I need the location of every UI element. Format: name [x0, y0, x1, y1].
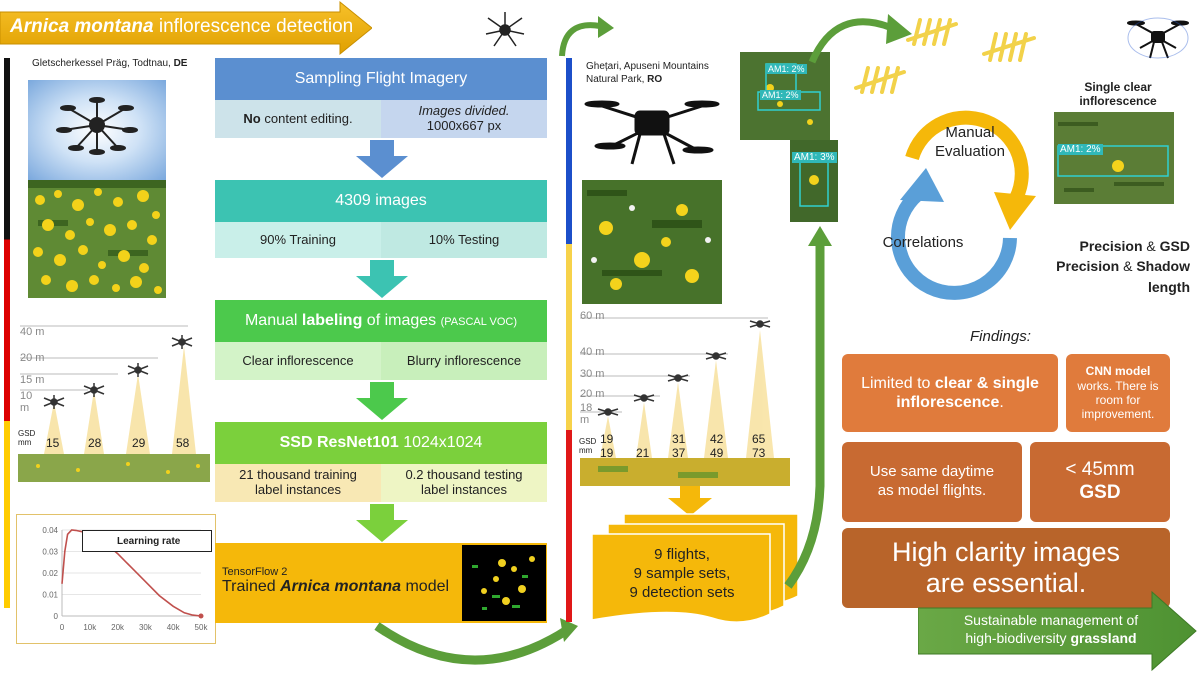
precision-correlations: Precision & GSD Precision & Shadow lengt…: [1056, 238, 1190, 295]
site-de-label: Gletscherkessel Präg, Todtnau, DE: [32, 58, 188, 69]
step-sampling-flight-imagery: Sampling Flight Imagery: [215, 58, 547, 100]
detection-label: AM1: 3%: [792, 152, 837, 163]
detection-thumbnail-a: [740, 52, 830, 140]
curved-arrow-top: [559, 16, 614, 57]
down-arrow: [356, 140, 408, 178]
chart-legend: Learning rate: [82, 530, 212, 552]
single-inflorescence-photo: [1054, 112, 1174, 204]
ro-gsd-value: 31: [672, 432, 686, 446]
de-height-15: 15 m: [20, 374, 45, 386]
detection-label: AM1: 2%: [1058, 144, 1103, 155]
y-tick-label: 0: [54, 612, 59, 621]
de-height-40: 40 m: [20, 326, 45, 338]
step3-left: Clear inflorescence: [215, 342, 381, 380]
detection-label: AM1: 2%: [760, 90, 801, 100]
ro-height-60: 60 m: [580, 310, 605, 322]
page-title: Arnica montana inflorescence detection: [10, 16, 354, 37]
de-height-10: 10 m: [20, 390, 33, 415]
y-tick-label: 0.01: [42, 591, 58, 600]
down-arrow: [356, 504, 408, 542]
altitude-diagram-de: [18, 325, 210, 482]
x-tick-label: 30k: [139, 623, 153, 632]
de-gsd-value: 58: [176, 436, 190, 450]
x-tick-label: 10k: [83, 623, 97, 632]
flag-de: [4, 58, 10, 608]
altitude-diagram-ro: [580, 317, 790, 486]
y-tick-label: 0.03: [42, 548, 58, 557]
correlations-label: Correlations: [882, 234, 964, 251]
step-ssd-resnet: SSD ResNet101 1024x1024: [215, 422, 547, 464]
finding-limited: Limited to clear & single inflorescence.: [842, 354, 1058, 432]
sustainability-arrow: [918, 590, 1197, 672]
step-image-count: 4309 images: [215, 180, 547, 222]
step1-left: No content editing.: [215, 100, 381, 138]
down-arrow: [356, 260, 408, 298]
step-manual-labeling: Manual labeling of images (PASCAL VOC): [215, 300, 547, 342]
ro-gsd-value: 37: [672, 446, 686, 460]
learning-rate-endpoint: [198, 613, 204, 619]
y-tick-label: 0.02: [42, 569, 58, 578]
step3-right: Blurry inflorescence: [381, 342, 547, 380]
ro-gsd-value: 49: [710, 446, 724, 460]
down-arrow: [668, 486, 712, 516]
sustainability-text: Sustainable management of high-biodivers…: [963, 612, 1139, 646]
drone-photo-ro: [584, 100, 720, 165]
step2-left: 90% Training: [215, 222, 381, 258]
curved-arrow-right-top: [808, 14, 912, 64]
arnica-meadow-photo-de: [28, 180, 166, 298]
tally-marks: [854, 18, 1036, 94]
output-document-stack: [591, 513, 799, 622]
detection-label: AM1: 2%: [766, 64, 807, 74]
de-height-20: 20 m: [20, 352, 45, 364]
title-arrow-shape: [0, 0, 372, 56]
de-gsd-value: 29: [132, 436, 146, 450]
step1-right: Images divided.1000x667 px: [381, 100, 547, 138]
x-tick-label: 40k: [167, 623, 181, 632]
de-gsd-value: 28: [88, 436, 102, 450]
finding-cnn: CNN model works. There is room for impro…: [1066, 354, 1170, 432]
ro-gsd-value: 19: [600, 432, 614, 446]
ro-gsd-value: 42: [710, 432, 724, 446]
drone-icon: [56, 97, 138, 155]
ro-gsd-value: 65: [752, 432, 766, 446]
flag-ro: [566, 58, 572, 622]
ro-gsd-value: 19: [600, 446, 614, 460]
x-tick-label: 20k: [111, 623, 125, 632]
findings-title: Findings:: [970, 328, 1031, 345]
ro-height-18: 18 m: [580, 402, 593, 427]
ro-gsd-value: 73: [752, 446, 766, 460]
x-tick-label: 0: [60, 623, 65, 632]
x-tick-label: 50k: [195, 623, 209, 632]
site-ro-label: Ghețari, Apuseni Mountains Natural Park,…: [586, 61, 709, 85]
drone-sky-photo-de: [28, 80, 166, 180]
ro-height-40: 40 m: [580, 346, 605, 358]
de-gsd-value: 15: [46, 436, 60, 450]
ro-gsd-value: 21: [636, 446, 650, 460]
trained-model-text: TensorFlow 2 Trained Arnica montana mode…: [222, 566, 450, 595]
y-tick-label: 0.04: [42, 526, 58, 535]
down-arrow: [356, 382, 408, 420]
ro-height-20: 20 m: [580, 388, 605, 400]
evaluation-cycle: [891, 110, 1036, 300]
output-summary: 9 flights, 9 sample sets, 9 detection se…: [629, 546, 735, 601]
detection-mask-image: [462, 545, 546, 621]
step2-right: 10% Testing: [381, 222, 547, 258]
drone-icon: [485, 12, 525, 47]
ro-height-30: 30 m: [580, 368, 605, 380]
arnica-meadow-photo-ro: [582, 180, 722, 304]
up-arrow: [784, 226, 832, 589]
drone-icon: [1127, 17, 1189, 59]
curved-arrow-bottom: [374, 618, 578, 665]
